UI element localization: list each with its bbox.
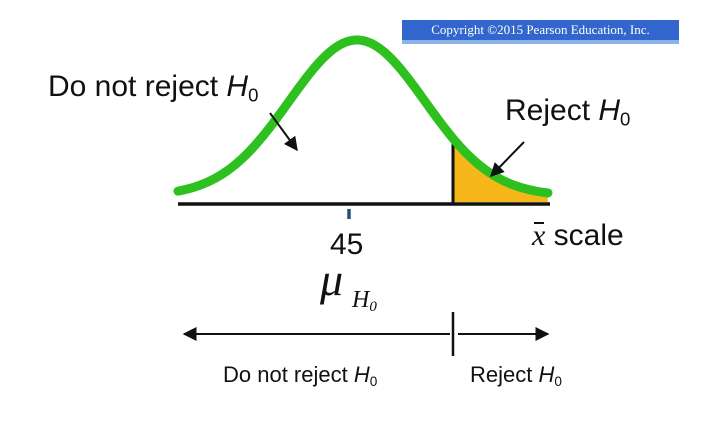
mu-subscript-sub: 0	[369, 299, 377, 315]
mu-symbol: μ	[320, 254, 344, 305]
reject-lower-sub: 0	[554, 374, 562, 390]
mu-subscript: H0	[352, 287, 377, 320]
do-not-reject-upper-sub: 0	[248, 84, 259, 106]
x-scale-text: scale	[545, 219, 624, 252]
do-not-reject-lower-label: Do not reject H0	[223, 362, 377, 388]
mu-subscript-var: H	[352, 287, 370, 313]
copyright-banner: Copyright ©2015 Pearson Education, Inc.	[402, 20, 679, 44]
do-not-reject-lower-text: Do not reject	[223, 362, 354, 387]
reject-upper-text: Reject	[505, 94, 599, 127]
reject-lower-text: Reject	[470, 362, 539, 387]
reject-upper-sub: 0	[620, 108, 631, 130]
reject-upper-label: Reject H0	[505, 94, 630, 128]
do-not-reject-lower-sub: 0	[369, 374, 378, 390]
normal-curve	[173, 35, 553, 198]
do-not-reject-upper-text: Do not reject	[48, 70, 227, 103]
x-scale-label: x scale	[532, 219, 624, 253]
mean-value-label: 45	[330, 228, 364, 261]
reject-upper-var: H	[598, 94, 621, 127]
reject-lower-var: H	[538, 362, 555, 387]
do-not-reject-pointer-arrow	[269, 112, 298, 152]
do-not-reject-upper-var: H	[226, 70, 249, 103]
do-not-reject-upper-label: Do not reject H0	[48, 70, 258, 104]
x-bar-symbol: x	[532, 219, 546, 252]
reject-pointer-arrow	[490, 141, 525, 178]
rejection-region	[453, 138, 548, 202]
reject-lower-label: Reject H0	[470, 362, 562, 388]
do-not-reject-lower-var: H	[353, 362, 370, 387]
